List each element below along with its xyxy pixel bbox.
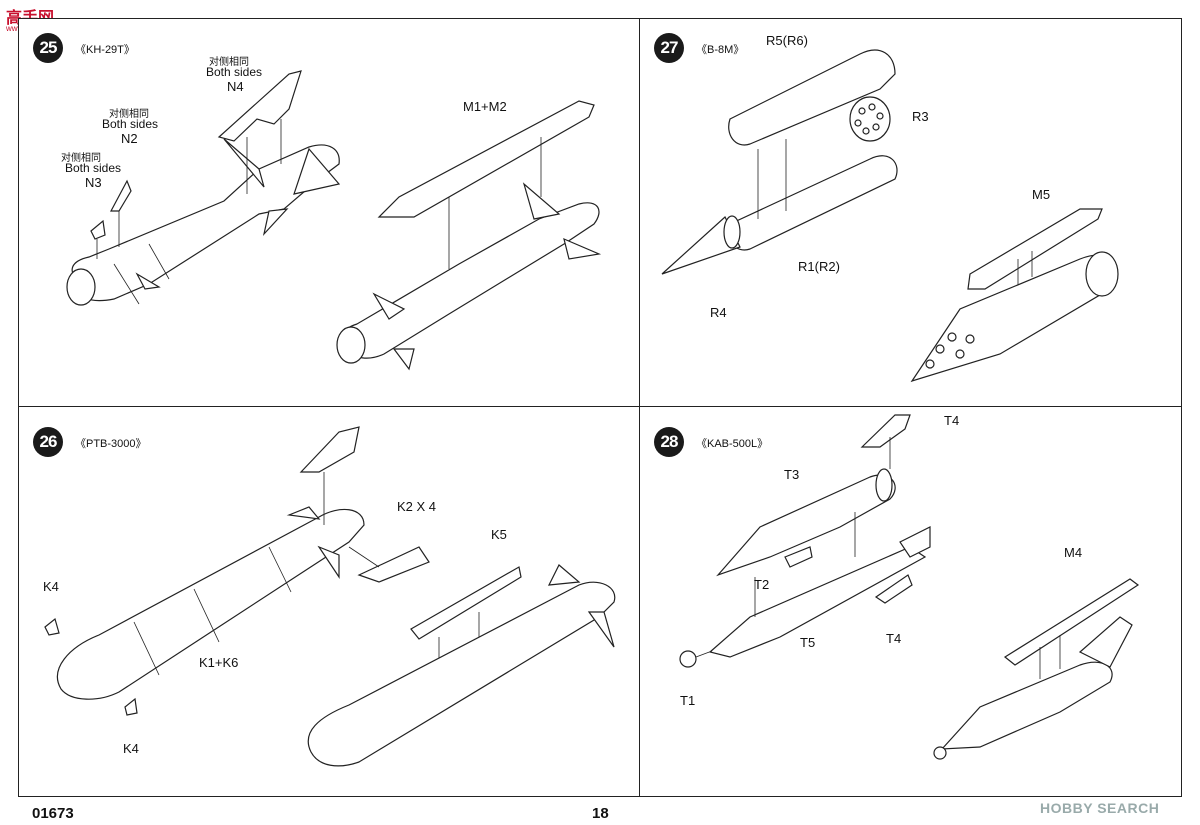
source-watermark: HOBBY SEARCH <box>1040 800 1160 816</box>
part-label-t2: T2 <box>754 577 770 592</box>
part-label-m4: M4 <box>1064 545 1083 560</box>
part-label-t1: T1 <box>680 693 696 708</box>
page-number: 18 <box>592 805 609 822</box>
part-label-r4: R4 <box>710 305 727 320</box>
catalog-number: 01673 <box>32 805 74 822</box>
part-label-r5-r6: R5(R6) <box>766 33 808 48</box>
part-label-n4: N4 <box>227 79 244 94</box>
step-number-badge: 25 <box>33 33 63 63</box>
step-number-badge: 27 <box>654 33 684 63</box>
part-label-t3: T3 <box>784 467 800 482</box>
step-25-panel: 25 《KH-29T》 <box>18 18 640 407</box>
part-label-m5: M5 <box>1032 187 1051 202</box>
kit-name: 《PTB-3000》 <box>75 438 147 450</box>
step-28-panel: 28 《KAB-500L》 <box>639 406 1182 797</box>
part-label-k5: K5 <box>491 527 507 542</box>
n4-note-cn: 对侧相同 <box>209 57 249 68</box>
b8m-assembly-drawing <box>661 49 1119 383</box>
part-label-k4-bottom: K4 <box>123 741 139 756</box>
n3-note-cn: 对侧相同 <box>61 153 101 164</box>
n2-note-cn: 对侧相同 <box>109 109 149 120</box>
kh29t-assembly-drawing <box>66 70 602 371</box>
part-label-n2: N2 <box>121 131 138 146</box>
part-label-r3: R3 <box>912 109 929 124</box>
n3-note-en: Both sides <box>65 161 122 175</box>
part-label-t4-top: T4 <box>944 413 960 428</box>
n4-note-en: Both sides <box>206 65 263 79</box>
part-label-k2-x4: K2 X 4 <box>397 499 437 514</box>
part-label-t4-bottom: T4 <box>886 631 902 646</box>
n2-note-en: Both sides <box>102 117 159 131</box>
kit-name: 《B-8M》 <box>696 44 745 56</box>
part-label-k1-k6: K1+K6 <box>199 655 239 670</box>
part-label-r1-r2: R1(R2) <box>798 259 840 274</box>
part-label-m1-m2: M1+M2 <box>463 99 507 114</box>
part-label-t5: T5 <box>800 635 816 650</box>
part-label-k4-top: K4 <box>43 579 59 594</box>
kit-name: 《KH-29T》 <box>75 44 135 56</box>
kab500l-assembly-drawing <box>679 414 1140 760</box>
ptb3000-assembly-drawing <box>44 426 616 767</box>
kit-name: 《KAB-500L》 <box>696 438 769 450</box>
step-27-panel: 27 《B-8M》 R5(R6) R3 <box>639 18 1182 407</box>
step-number-badge: 26 <box>33 427 63 457</box>
step-26-panel: 26 《PTB-3000》 K2 X <box>18 406 640 797</box>
part-label-n3: N3 <box>85 175 102 190</box>
step-number-badge: 28 <box>654 427 684 457</box>
